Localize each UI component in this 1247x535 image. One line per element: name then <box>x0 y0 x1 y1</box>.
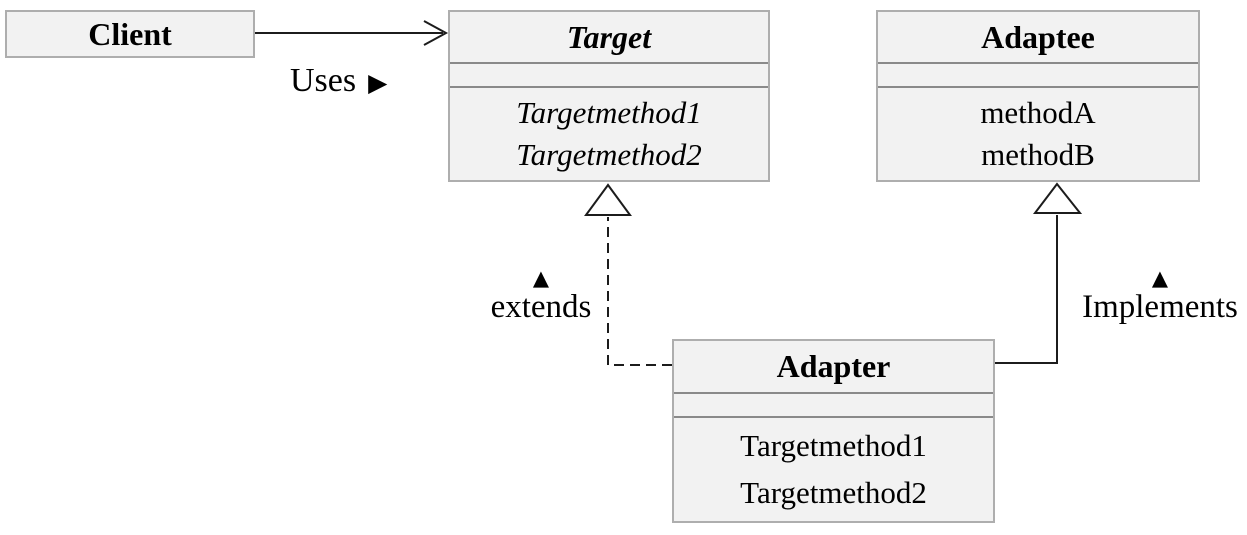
method-item: Targetmethod2 <box>516 137 702 173</box>
implements-realization-line <box>995 182 1083 364</box>
attributes-section <box>450 62 768 88</box>
class-title: Adapter <box>776 348 891 384</box>
direction-marker-right-icon: ▶ <box>368 68 388 97</box>
open-arrowhead-icon <box>423 20 449 46</box>
method-item: Targetmethod1 <box>740 428 927 464</box>
class-title: Target <box>566 18 652 55</box>
class-box-target: Target Targetmethod1 Targetmethod2 <box>448 10 770 182</box>
uses-label: Uses ▶ <box>290 62 387 100</box>
extends-label-text: extends <box>490 289 592 325</box>
implements-solid-line <box>995 215 1058 364</box>
method-item: Targetmethod1 <box>516 94 702 130</box>
methods-section: Targetmethod1 Targetmethod2 <box>450 88 768 180</box>
extends-dashed-line <box>607 217 672 366</box>
uses-label-text: Uses <box>290 62 357 99</box>
attributes-section <box>878 62 1198 88</box>
class-box-client: Client <box>5 10 255 58</box>
method-item: Targetmethod2 <box>740 474 927 510</box>
methods-section: methodA methodB <box>878 88 1198 180</box>
extends-label: ▲ extends <box>471 266 611 324</box>
class-box-adaptee: Adaptee methodA methodB <box>876 10 1200 182</box>
attributes-section <box>674 392 993 418</box>
class-title: Adaptee <box>981 18 1095 55</box>
method-item: methodB <box>981 137 1095 173</box>
hollow-triangle-arrowhead-icon <box>1032 182 1083 214</box>
direction-marker-up-icon: ▲ <box>532 266 550 290</box>
extends-generalization-line <box>584 183 672 366</box>
class-title: Client <box>88 15 172 52</box>
methods-section: Targetmethod1 Targetmethod2 <box>674 418 993 521</box>
implements-label-text: Implements <box>1082 289 1238 325</box>
uses-association-line <box>255 20 449 46</box>
class-box-adapter: Adapter Targetmethod1 Targetmethod2 <box>672 339 995 523</box>
direction-marker-up-icon: ▲ <box>1151 266 1169 290</box>
hollow-triangle-arrowhead-icon <box>584 183 632 216</box>
implements-label: ▲ Implements <box>1074 266 1246 324</box>
method-item: methodA <box>980 94 1096 130</box>
